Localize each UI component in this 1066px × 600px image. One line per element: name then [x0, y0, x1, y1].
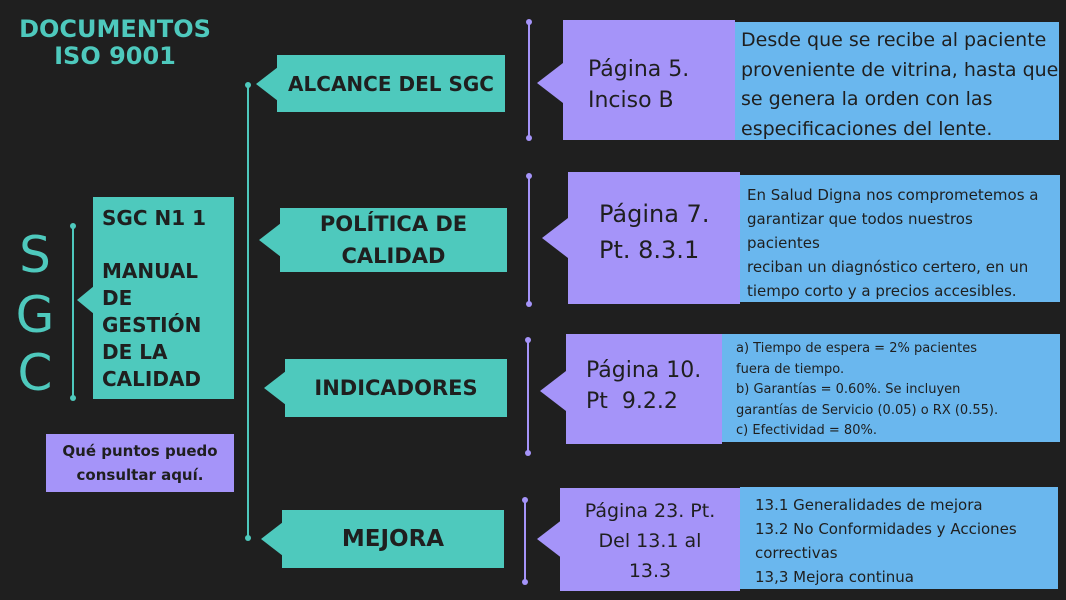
side-letter-c: C	[17, 344, 53, 402]
title-line-1: DOCUMENTOS	[19, 15, 211, 43]
description-line: proveniente de vitrina, hasta que	[741, 58, 1059, 81]
description-line: garantías de Servicio (0.05) o RX (0.55)…	[736, 402, 999, 418]
page-ref-line: Página 7.	[599, 200, 710, 228]
connector-dot-bottom	[245, 535, 251, 541]
category-arrow	[259, 223, 281, 257]
description-line: garantizar que todos nuestros	[747, 210, 973, 228]
description-line: reciban un diagnóstico certero, en un	[747, 258, 1029, 276]
description-line: tiempo corto y a precios accesibles.	[747, 282, 1017, 300]
page-ref-mejora: Página 23. Pt. Del 13.1 al 13.3	[560, 488, 740, 591]
page-ref-line: Página 5.	[588, 57, 690, 82]
manual-title-line: CALIDAD	[102, 367, 202, 391]
category-arrow	[264, 371, 286, 405]
page-ref-line: Inciso B	[588, 88, 674, 113]
description-line: fuera de tiempo.	[736, 361, 845, 377]
description-line: c) Efectividad = 80%.	[736, 423, 877, 438]
manual-code: SGC N1 1	[102, 206, 206, 230]
page-bracket-line	[527, 340, 529, 453]
description-line: a) Tiempo de espera = 2% pacientes	[736, 341, 978, 356]
page-ref-line: 13.3	[628, 560, 672, 582]
page-bracket-line	[528, 176, 530, 304]
page-bracket-line	[524, 500, 526, 582]
side-bracket-dot-bottom	[70, 395, 76, 401]
page-ref-indicadores: Página 10. Pt 9.2.2	[566, 334, 722, 444]
description-line: En Salud Digna nos comprometemos a	[747, 186, 1039, 204]
category-arrow	[256, 67, 278, 101]
page-title: DOCUMENTOS ISO 9001	[10, 16, 220, 70]
description-alcance: Desde que se recibe al paciente provenie…	[735, 22, 1059, 140]
page-arrow	[537, 519, 563, 559]
page-ref-alcance: Página 5. Inciso B	[563, 20, 735, 140]
category-label: INDICADORES	[314, 376, 478, 400]
page-arrow	[540, 371, 566, 411]
page-bracket-dot	[522, 497, 528, 503]
description-line: correctivas	[755, 544, 838, 562]
description-line: se genera la orden con las	[741, 88, 993, 110]
manual-title-line: DE	[102, 286, 133, 310]
description-line: Desde que se recibe al paciente	[741, 29, 1047, 51]
description-line: 13.2 No Conformidades y Acciones	[755, 520, 1017, 538]
side-bracket-line	[72, 226, 74, 398]
page-bracket-dot	[526, 301, 532, 307]
category-label: ALCANCE DEL SGC	[288, 71, 494, 96]
category-arrow	[261, 522, 283, 556]
page-ref-line: Pt 9.2.2	[586, 389, 678, 414]
side-letter-g: G	[15, 286, 55, 344]
main-box-arrow	[77, 286, 94, 314]
page-ref-line: Página 10.	[586, 358, 702, 383]
page-bracket-dot	[525, 450, 531, 456]
category-label: MEJORA	[341, 526, 445, 552]
category-label: CALIDAD	[341, 244, 446, 268]
category-indicadores: INDICADORES	[285, 359, 507, 417]
description-line: pacientes	[747, 234, 820, 252]
category-label: POLÍTICA DE	[319, 212, 468, 236]
description-politica: En Salud Digna nos comprometemos a garan…	[740, 175, 1060, 302]
page-bracket-dot	[522, 579, 528, 585]
consult-line-2: consultar aquí.	[76, 466, 204, 484]
category-mejora: MEJORA	[282, 510, 504, 568]
description-line: 13,3 Mejora continua	[755, 568, 914, 586]
manual-title-line: MANUAL	[102, 259, 198, 283]
description-line: especificaciones del lente.	[741, 117, 993, 140]
description-line: 13.1 Generalidades de mejora	[755, 496, 983, 514]
page-ref-line: Pt. 8.3.1	[599, 236, 700, 264]
page-bracket-dot	[526, 135, 532, 141]
page-arrow	[537, 63, 563, 103]
manual-box: SGC N1 1 MANUAL DE GESTIÓN DE LA CALIDAD	[93, 197, 234, 399]
description-line: b) Garantías = 0.60%. Se incluyen	[736, 382, 961, 397]
page-bracket-dot	[526, 173, 532, 179]
manual-title-line: GESTIÓN	[102, 313, 202, 337]
description-indicadores: a) Tiempo de espera = 2% pacientes fuera…	[722, 334, 1060, 442]
category-politica: POLÍTICA DE CALIDAD	[280, 208, 507, 272]
manual-title-line: DE LA	[102, 340, 168, 364]
page-bracket-dot	[526, 19, 532, 25]
page-ref-line: Del 13.1 al	[598, 530, 702, 552]
consult-note-box: Qué puntos puedo consultar aquí.	[46, 434, 234, 492]
consult-line-1: Qué puntos puedo	[62, 442, 218, 460]
side-letter-s: S	[19, 226, 51, 284]
side-bracket-dot-top	[70, 223, 76, 229]
title-line-2: ISO 9001	[54, 42, 176, 70]
page-ref-line: Página 23. Pt.	[584, 500, 716, 522]
page-bracket-dot	[525, 337, 531, 343]
connector-dot-top	[245, 82, 251, 88]
page-bracket-line	[528, 22, 530, 138]
page-arrow	[542, 218, 568, 258]
description-mejora: 13.1 Generalidades de mejora 13.2 No Con…	[740, 487, 1058, 589]
category-alcance: ALCANCE DEL SGC	[277, 55, 505, 112]
main-connector-line	[247, 86, 249, 538]
page-ref-politica: Página 7. Pt. 8.3.1	[568, 172, 740, 304]
